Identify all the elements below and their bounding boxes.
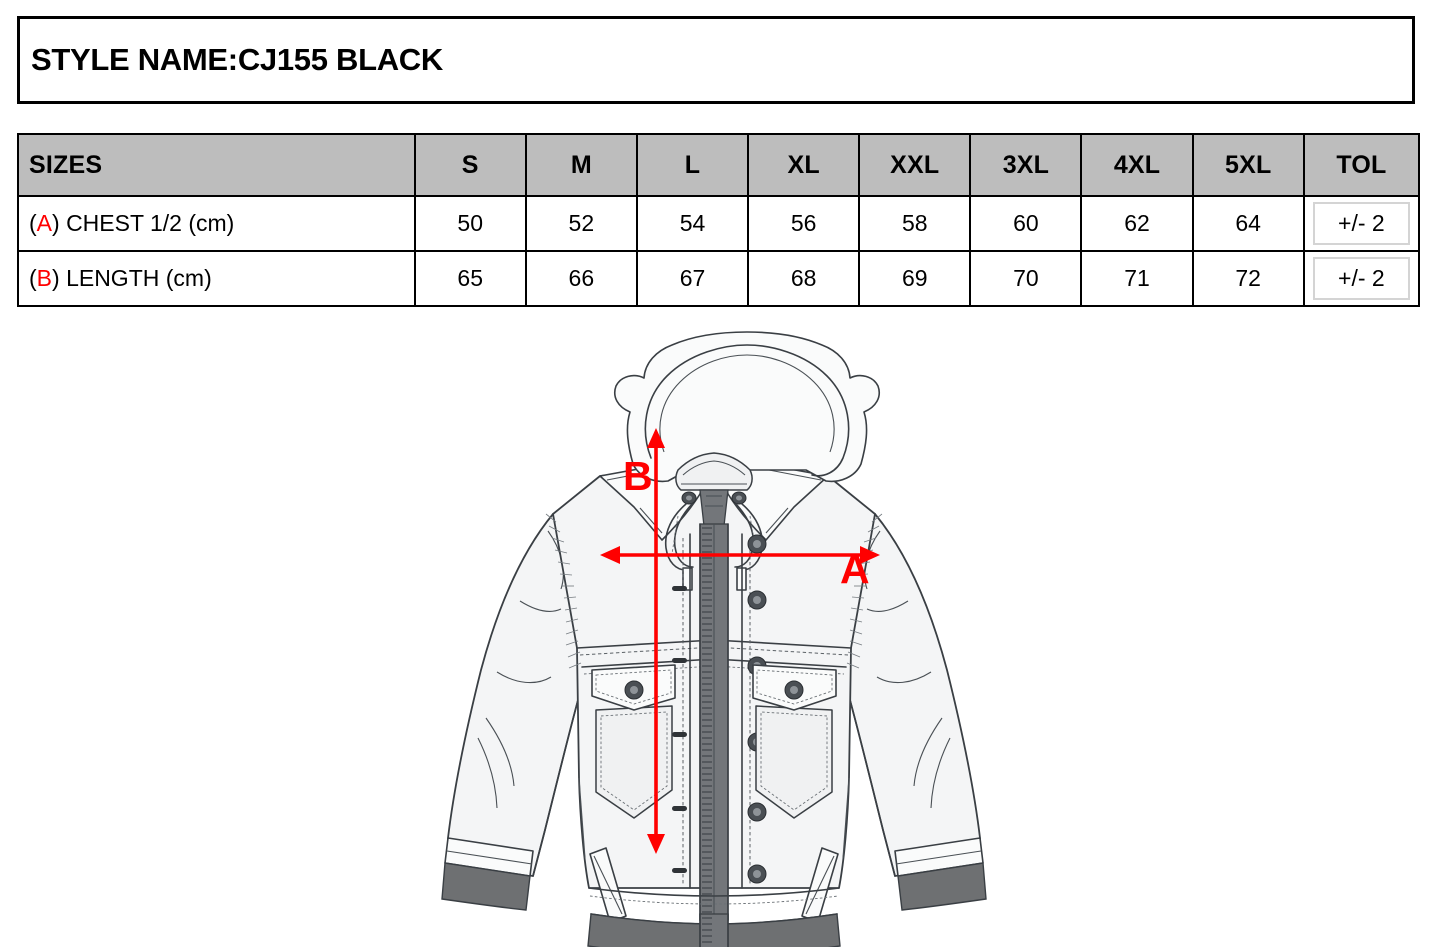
waist-hem-band [587, 887, 841, 947]
header-sizes-label: SIZES [17, 133, 416, 197]
cell-chest-s: 50 [413, 195, 527, 252]
left-front-placket [672, 533, 691, 889]
tolerance-value-length: +/- 2 [1312, 257, 1410, 300]
cell-chest-m: 52 [524, 195, 638, 252]
row-label-length-suffix: ) LENGTH (cm) [52, 265, 212, 291]
row-label-chest-suffix: ) CHEST 1/2 (cm) [52, 210, 235, 236]
header-size-m: M [524, 133, 638, 197]
header-size-5xl: 5XL [1191, 133, 1305, 197]
cell-chest-tolerance: +/- 2 [1302, 195, 1421, 252]
garment-illustration: .ln { fill:none; stroke:#3a3f44; stroke-… [0, 318, 1445, 947]
cell-chest-4xl: 62 [1080, 195, 1194, 252]
body-seams [578, 777, 850, 859]
cell-length-tolerance: +/- 2 [1302, 250, 1421, 307]
size-chart-table: SIZES S M L XL XXL 3XL 4XL 5XL TOL (A) C… [17, 133, 1421, 307]
cell-length-m: 66 [524, 250, 638, 307]
page-title: STYLE NAME:CJ155 BLACK [31, 42, 443, 77]
table-row-length: (B) LENGTH (cm) 65 66 67 68 69 70 71 72 … [17, 250, 1421, 307]
header-size-l: L [635, 133, 750, 197]
right-welt-pocket [801, 847, 839, 923]
chest-measure-label: A [840, 546, 870, 592]
cell-chest-xxl: 58 [858, 195, 972, 252]
measurement-arrow-length: B [623, 428, 665, 854]
cell-length-5xl: 72 [1191, 250, 1305, 307]
table-header-row: SIZES S M L XL XXL 3XL 4XL 5XL TOL [17, 133, 1421, 197]
row-label-chest-prefix: ( [29, 210, 37, 236]
header-tolerance: TOL [1302, 133, 1421, 197]
cell-chest-5xl: 64 [1191, 195, 1305, 252]
cell-length-xl: 68 [747, 250, 861, 307]
header-size-s: S [413, 133, 527, 197]
header-size-xxl: XXL [858, 133, 972, 197]
cell-length-4xl: 71 [1080, 250, 1194, 307]
cell-length-xxl: 69 [858, 250, 972, 307]
zipper-teeth [702, 527, 712, 913]
table-row-chest: (A) CHEST 1/2 (cm) 50 52 54 56 58 60 62 … [17, 195, 1421, 252]
cell-length-3xl: 70 [969, 250, 1083, 307]
header-size-3xl: 3XL [969, 133, 1083, 197]
left-sleeve [441, 513, 607, 911]
cell-chest-3xl: 60 [969, 195, 1083, 252]
hood [614, 331, 880, 527]
measure-marker-b: B [36, 265, 53, 291]
center-zipper [699, 523, 729, 921]
cell-length-s: 65 [413, 250, 527, 307]
left-chest-pocket [591, 664, 676, 819]
cell-chest-l: 54 [635, 195, 750, 252]
header-size-4xl: 4XL [1080, 133, 1194, 197]
row-label-chest: (A) CHEST 1/2 (cm) [17, 195, 416, 252]
cell-length-l: 67 [635, 250, 750, 307]
armhole-texture [545, 513, 883, 669]
length-measure-label: B [623, 453, 653, 499]
left-welt-pocket [589, 847, 627, 923]
row-label-length-prefix: ( [29, 265, 37, 291]
cell-chest-xl: 56 [747, 195, 861, 252]
row-label-length: (B) LENGTH (cm) [17, 250, 416, 307]
buttonholes [672, 586, 687, 873]
header-size-xl: XL [747, 133, 861, 197]
right-chest-pocket [752, 664, 837, 819]
jacket-technical-drawing: .ln { fill:none; stroke:#3a3f44; stroke-… [441, 331, 987, 947]
style-name-box: STYLE NAME:CJ155 BLACK [17, 16, 1415, 104]
measure-marker-a: A [36, 210, 53, 236]
tolerance-value-chest: +/- 2 [1312, 202, 1410, 245]
